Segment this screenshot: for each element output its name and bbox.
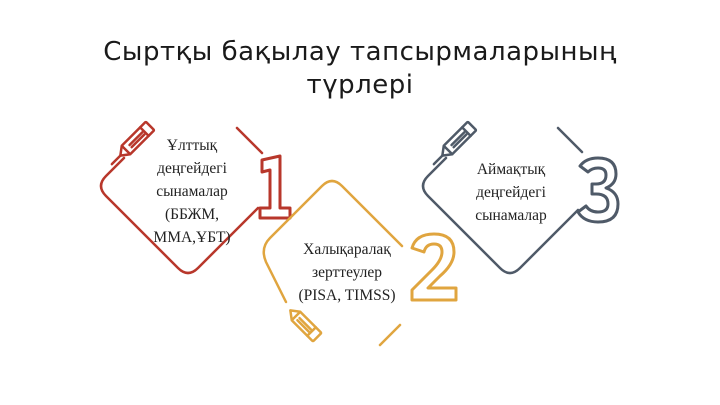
item-1-shape bbox=[99, 120, 292, 275]
page-title: Сыртқы бақылау тапсырмаларының түрлері bbox=[0, 36, 720, 102]
item-3-shape bbox=[421, 120, 620, 275]
pencil-icon bbox=[110, 120, 156, 166]
item-2-label: Халықаралақ зерттеулер (PISA, TIMSS) bbox=[298, 241, 396, 304]
number-2-icon bbox=[410, 232, 458, 302]
pencil-icon bbox=[289, 309, 323, 343]
item-1-label: Ұлттық деңгейдегі сынамалар (ББЖМ, ММА,Ұ… bbox=[153, 137, 231, 246]
item-2-shape bbox=[262, 179, 458, 347]
item-3-label: Аймақтық деңгейдегі сынамалар bbox=[475, 161, 547, 224]
pencil-icon bbox=[432, 120, 478, 166]
number-3-icon bbox=[576, 156, 620, 224]
title-line-1: Сыртқы бақылау тапсырмаларының bbox=[103, 37, 617, 67]
title-line-2: түрлері bbox=[306, 70, 414, 100]
number-1-icon bbox=[258, 154, 292, 220]
